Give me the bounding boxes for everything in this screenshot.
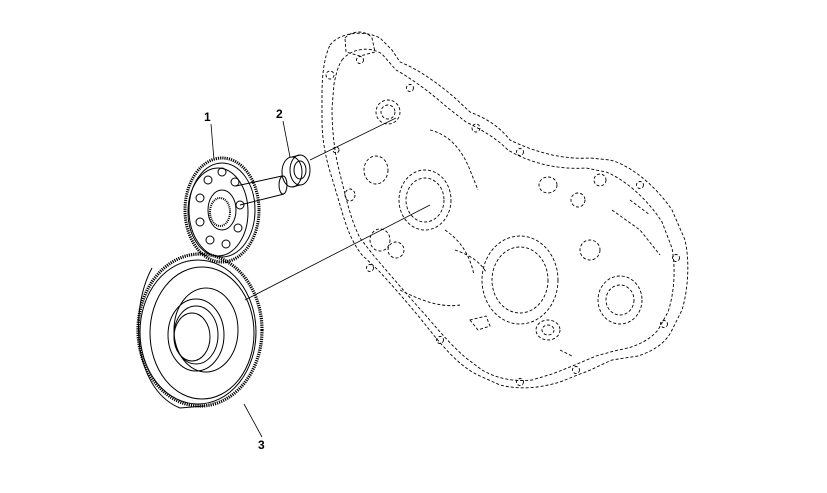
- crankcase-half: [321, 31, 689, 389]
- part-3-large-gear: [136, 252, 264, 409]
- gear-holes: [195, 167, 245, 249]
- assembly-axis-lines: [244, 117, 431, 301]
- callout-label-1: 1: [204, 110, 211, 124]
- callout-label-3: 3: [258, 438, 265, 452]
- leader-1: [210, 123, 215, 161]
- callout-label-2: 2: [276, 107, 283, 121]
- part-2-seal: [281, 154, 311, 188]
- callout-leaders: [210, 120, 291, 438]
- leader-2: [282, 120, 291, 158]
- leader-3: [243, 403, 263, 438]
- part-1-gear-assembly: [183, 156, 288, 264]
